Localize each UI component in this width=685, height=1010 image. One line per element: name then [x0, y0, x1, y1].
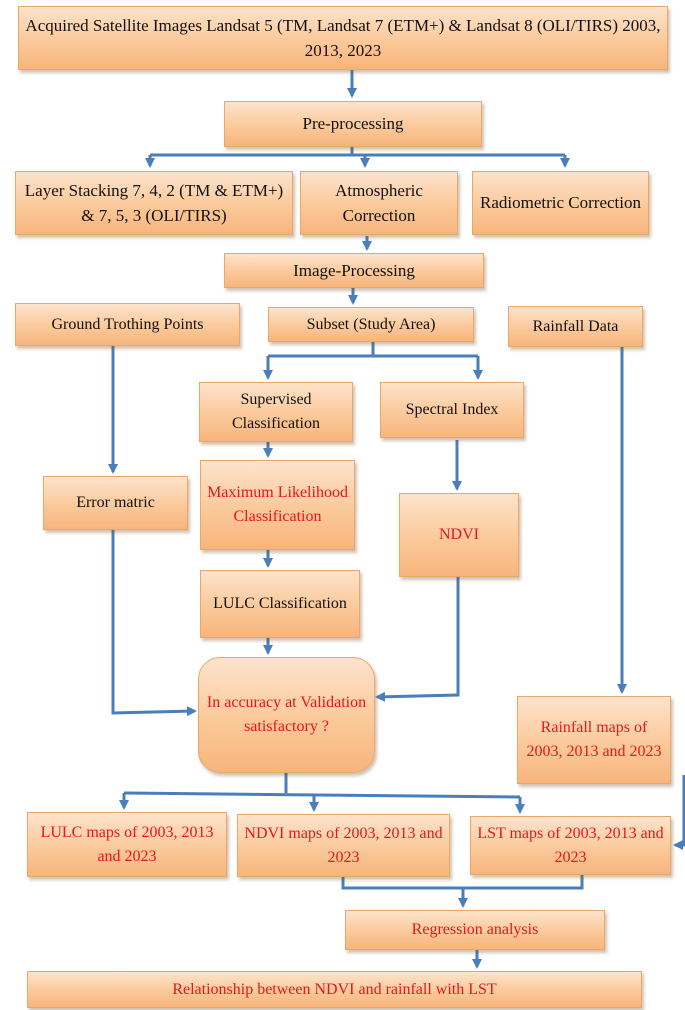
radiometric-correction-box: Radiometric Correction [472, 171, 649, 235]
ndvi-maps-box: NDVI maps of 2003, 2013 and 2023 [237, 814, 450, 877]
rainfall-data-box: Rainfall Data [508, 306, 643, 347]
ground-truthing-box: Ground Trothing Points [15, 303, 240, 346]
arrow-error-to-accuracy [111, 530, 197, 717]
lulc-classification-box: LULC Classification [200, 570, 360, 638]
lulc-maps-box: LULC maps of 2003, 2013 and 2023 [27, 812, 227, 877]
acquired-images-box: Acquired Satellite Images Landsat 5 (TM,… [18, 6, 668, 70]
lst-maps-box: LST maps of 2003, 2013 and 2023 [470, 816, 671, 875]
line-accuracy-branch [123, 791, 521, 799]
spectral-index-box: Spectral Index [380, 382, 524, 438]
image-processing-box: Image-Processing [224, 253, 484, 288]
subset-box: Subset (Study Area) [268, 307, 474, 342]
arrow-ndvi-to-accuracy [375, 577, 460, 702]
layer-stacking-box: Layer Stacking 7, 4, 2 (TM & ETM+) & 7, … [15, 171, 293, 235]
arrow-rainfall-maps-to-lst [673, 775, 685, 850]
regression-analysis-box: Regression analysis [345, 910, 605, 950]
ndvi-box: NDVI [399, 493, 519, 577]
atmospheric-correction-box: Atmospheric Correction [300, 171, 458, 235]
error-matrix-box: Error matric [43, 476, 188, 530]
rainfall-maps-box: Rainfall maps of 2003, 2013 and 2023 [517, 696, 671, 784]
preprocessing-box: Pre-processing [224, 101, 482, 147]
supervised-classification-box: Supervised Classification [199, 382, 353, 442]
accuracy-decision-box: In accuracy at Validation satisfactory ? [198, 657, 375, 773]
relationship-box: Relationship between NDVI and rainfall w… [27, 971, 642, 1008]
maximum-likelihood-box: Maximum Likelihood Classification [200, 460, 355, 550]
